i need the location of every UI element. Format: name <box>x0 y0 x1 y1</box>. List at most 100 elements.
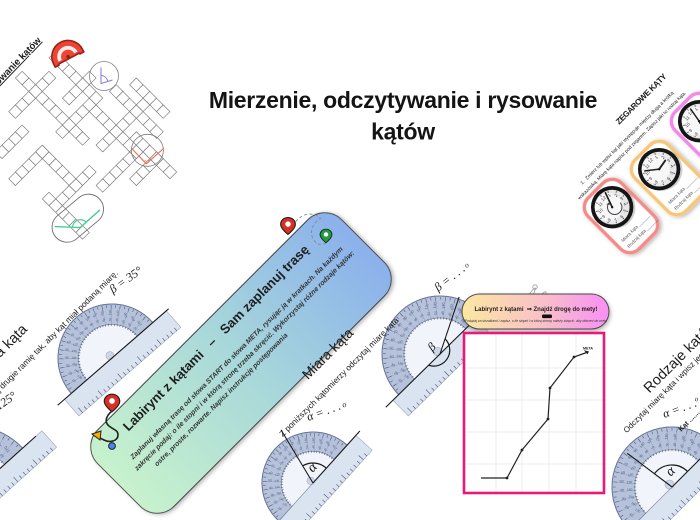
svg-text:90: 90 <box>84 326 89 331</box>
svg-text:170: 170 <box>697 443 700 450</box>
svg-text:9: 9 <box>648 176 654 182</box>
svg-text:100: 100 <box>639 441 646 448</box>
svg-text:50: 50 <box>389 346 393 350</box>
svg-text:100: 100 <box>633 458 640 465</box>
svg-text:100: 100 <box>85 315 92 322</box>
svg-text:110: 110 <box>75 336 81 342</box>
svg-text:140: 140 <box>71 355 77 360</box>
svg-text:140: 140 <box>673 434 678 440</box>
svg-text:130: 130 <box>304 438 308 444</box>
svg-text:40: 40 <box>65 355 69 360</box>
svg-text:10: 10 <box>0 453 5 458</box>
svg-text:7: 7 <box>613 217 619 223</box>
svg-text:160: 160 <box>130 315 136 322</box>
svg-text:30: 30 <box>270 493 275 498</box>
svg-text:150: 150 <box>628 494 635 499</box>
svg-text:2: 2 <box>660 154 666 160</box>
svg-text:1: 1 <box>654 154 660 160</box>
svg-text:4: 4 <box>622 201 628 207</box>
svg-text:40: 40 <box>389 355 393 359</box>
svg-text:50: 50 <box>665 442 669 446</box>
svg-text:150: 150 <box>123 312 128 318</box>
svg-text:12: 12 <box>647 157 654 164</box>
svg-text:80: 80 <box>397 322 403 328</box>
svg-text:120: 120 <box>655 435 660 442</box>
svg-text:50: 50 <box>305 445 309 449</box>
svg-text:10: 10 <box>597 207 604 214</box>
svg-text:60: 60 <box>426 311 431 316</box>
svg-text:90: 90 <box>638 453 644 459</box>
svg-text:20: 20 <box>624 505 629 510</box>
svg-text:60: 60 <box>299 446 304 450</box>
svg-text:100: 100 <box>279 460 285 466</box>
svg-text:110: 110 <box>416 306 422 313</box>
svg-text:160: 160 <box>74 368 81 374</box>
svg-text:40: 40 <box>269 486 273 490</box>
svg-text:170: 170 <box>136 320 142 327</box>
svg-text:130: 130 <box>396 347 402 351</box>
svg-text:Mierzenie, odczytywanie i ryso: Mierzenie, odczytywanie i rysowanie <box>209 87 597 113</box>
svg-text:160: 160 <box>630 501 637 507</box>
svg-text:40: 40 <box>620 488 624 492</box>
svg-text:80: 80 <box>627 455 633 461</box>
svg-text:20: 20 <box>686 446 691 451</box>
svg-text:70: 70 <box>70 333 75 338</box>
svg-text:Labirynt z kątami ⇒ Znajdź dr: Labirynt z kątami ⇒ Znajdź drogę do mety… <box>474 307 597 313</box>
svg-text:100: 100 <box>283 445 289 452</box>
svg-text:90: 90 <box>278 451 283 456</box>
svg-text:120: 120 <box>627 472 634 477</box>
svg-text:10: 10 <box>133 326 138 331</box>
svg-text:130: 130 <box>433 302 438 308</box>
svg-text:META: META <box>583 347 593 351</box>
svg-text:50: 50 <box>268 478 272 482</box>
svg-text:140: 140 <box>275 485 280 489</box>
svg-text:5: 5 <box>622 208 628 214</box>
svg-text:160: 160 <box>325 440 331 447</box>
svg-text:11: 11 <box>644 163 651 170</box>
svg-text:70: 70 <box>270 463 275 468</box>
svg-text:10: 10 <box>277 506 282 511</box>
svg-text:6: 6 <box>666 176 672 182</box>
svg-text:60: 60 <box>390 338 395 343</box>
svg-text:90: 90 <box>633 448 639 454</box>
svg-text:170: 170 <box>76 374 83 380</box>
svg-text:140: 140 <box>116 310 120 316</box>
svg-text:110: 110 <box>289 441 295 447</box>
svg-text:1: 1 <box>607 192 613 198</box>
svg-text:6: 6 <box>619 214 625 220</box>
svg-text:80: 80 <box>287 451 292 456</box>
svg-text:110: 110 <box>647 437 653 444</box>
svg-text:100: 100 <box>408 310 415 317</box>
svg-text:kątów: kątów <box>371 119 435 145</box>
svg-text:160: 160 <box>278 496 284 502</box>
svg-text:150: 150 <box>276 491 282 496</box>
svg-text:10: 10 <box>460 318 465 323</box>
svg-text:4: 4 <box>669 163 675 169</box>
svg-text:130: 130 <box>72 349 77 353</box>
svg-text:10: 10 <box>644 169 651 176</box>
svg-text:3: 3 <box>619 196 625 202</box>
svg-text:8: 8 <box>654 179 660 185</box>
svg-text:30: 30 <box>621 497 626 502</box>
svg-text:70: 70 <box>95 319 100 324</box>
svg-text:160: 160 <box>457 307 463 314</box>
svg-text:120: 120 <box>274 472 280 477</box>
svg-text:90: 90 <box>283 455 288 460</box>
svg-text:120: 120 <box>296 439 301 445</box>
svg-text:120: 120 <box>397 339 403 344</box>
svg-text:60: 60 <box>621 471 626 476</box>
svg-text:50: 50 <box>108 317 113 321</box>
svg-text:160: 160 <box>400 367 407 373</box>
svg-text:20: 20 <box>323 447 328 452</box>
svg-text:150: 150 <box>318 438 324 445</box>
svg-text:100: 100 <box>78 330 85 336</box>
svg-text:60: 60 <box>268 471 273 476</box>
svg-text:150: 150 <box>449 304 454 311</box>
svg-text:7: 7 <box>660 179 666 185</box>
svg-text:10: 10 <box>628 512 634 518</box>
svg-text:60: 60 <box>67 340 72 345</box>
svg-text:2: 2 <box>613 192 619 198</box>
svg-text:60: 60 <box>658 443 663 448</box>
svg-text:130: 130 <box>108 309 113 315</box>
svg-text:10: 10 <box>684 121 691 128</box>
